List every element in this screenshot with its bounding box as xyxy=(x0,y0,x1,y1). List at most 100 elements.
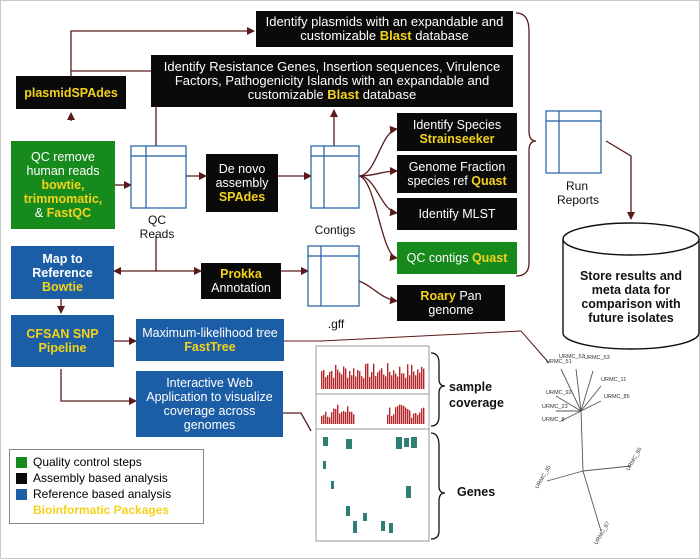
coverage-bar xyxy=(355,376,357,389)
gff-label: .gff xyxy=(327,317,345,331)
coverage-bar xyxy=(343,411,345,424)
coverage-bar xyxy=(353,368,355,389)
coverage-bar xyxy=(411,364,413,389)
coverage-bar xyxy=(391,375,393,389)
legend-item-assembly: Assembly based analysis xyxy=(16,470,197,486)
coverage-bar xyxy=(373,363,375,389)
coverage-bar xyxy=(403,373,405,389)
coverage-bar xyxy=(339,413,341,424)
coverage-bar xyxy=(397,376,399,389)
gff-doc-icon xyxy=(307,245,360,307)
legend-swatch-icon xyxy=(16,472,27,484)
gene-block xyxy=(389,523,393,533)
coverage-bar xyxy=(385,376,387,389)
coverage-bar xyxy=(363,378,365,389)
tree-leaf-label: URMC_87 xyxy=(594,521,612,546)
gene-tracks xyxy=(323,437,417,533)
coverage-bar xyxy=(417,414,419,424)
coverage-bar xyxy=(407,364,409,389)
coverage-bar xyxy=(423,407,425,424)
gene-block xyxy=(331,481,334,489)
coverage-bar xyxy=(403,405,405,424)
coverage-bar xyxy=(395,407,397,424)
coverage-bar xyxy=(367,363,369,389)
coverage-bar xyxy=(421,366,423,389)
gene-block xyxy=(346,439,352,449)
coverage-bar xyxy=(419,372,421,389)
contigs-doc-icon xyxy=(310,145,360,209)
coverage-bar xyxy=(393,414,395,424)
interactive-web-node: Interactive Web Application to visualize… xyxy=(136,371,283,437)
gene-block xyxy=(396,437,402,449)
coverage-bar xyxy=(345,368,347,389)
coverage-bar xyxy=(327,375,329,389)
coverage-bar xyxy=(325,377,327,389)
coverage-bar xyxy=(357,370,359,389)
phylogenetic-tree xyxy=(546,368,632,532)
gene-block xyxy=(363,513,367,521)
coverage-bar xyxy=(405,407,407,424)
coverage-bar xyxy=(409,375,411,389)
coverage-bar xyxy=(361,376,363,389)
coverage-bar xyxy=(375,375,377,389)
legend-item-packages: Bioinformatic Packages xyxy=(33,503,170,517)
coverage-bar xyxy=(395,373,397,389)
coverage-bar xyxy=(391,416,393,424)
tree-leaf-label: URMC_35 xyxy=(535,465,553,490)
coverage-bar xyxy=(397,405,399,424)
sample-coverage-label: sample coverage xyxy=(449,380,504,410)
legend: Quality control steps Assembly based ana… xyxy=(9,449,204,524)
coverage-bar xyxy=(417,369,419,389)
coverage-bar xyxy=(343,366,345,389)
coverage-bar xyxy=(401,405,403,424)
coverage-bar xyxy=(423,368,425,389)
coverage-bar xyxy=(337,404,339,424)
coverage-bar xyxy=(409,410,411,424)
roary-node: Roary Pan genome xyxy=(397,285,505,321)
identify-mlst-node: Identify MLST xyxy=(397,198,517,230)
coverage-bar xyxy=(365,363,367,389)
coverage-bar xyxy=(351,375,353,389)
identify-species-node: Identify Species Strainseeker xyxy=(397,113,517,151)
coverage-bar xyxy=(411,417,413,424)
gene-block xyxy=(323,437,328,446)
cfsan-node: CFSAN SNP Pipeline xyxy=(11,315,114,367)
coverage-bar xyxy=(323,370,325,389)
coverage-bar xyxy=(419,412,421,424)
legend-swatch-icon xyxy=(16,456,27,468)
tree-leaf-label: URMC_11 xyxy=(601,377,626,383)
tree-leaf-label: URMC_51 xyxy=(546,359,572,365)
gene-block xyxy=(411,437,417,448)
coverage-bar xyxy=(327,416,329,424)
coverage-bar xyxy=(369,377,371,389)
identify-plasmids-node: Identify plasmids with an expandable and… xyxy=(256,11,513,47)
coverage-bar xyxy=(379,370,381,389)
coverage-bar xyxy=(349,411,351,424)
tree-leaf-label: URMC_86 xyxy=(626,447,644,472)
coverage-bar xyxy=(359,371,361,389)
coverage-bar xyxy=(389,407,391,424)
run-reports-label: Run Reports xyxy=(557,179,600,207)
gene-block xyxy=(381,521,385,531)
coverage-bar xyxy=(377,372,379,389)
coverage-bar xyxy=(335,408,337,424)
contigs-label: Contigs xyxy=(314,223,356,237)
coverage-bar xyxy=(389,371,391,389)
qc-reads-label: QC Reads xyxy=(139,213,175,241)
identify-resistance-node: Identify Resistance Genes, Insertion seq… xyxy=(151,55,513,107)
legend-item-reference: Reference based analysis xyxy=(16,486,197,502)
coverage-bar xyxy=(335,364,337,389)
coverage-bar xyxy=(347,406,349,424)
tree-leaf-label: URMC_85 xyxy=(604,394,630,400)
coverage-bar xyxy=(333,408,335,424)
coverage-bar xyxy=(399,404,401,424)
coverage-bar xyxy=(381,368,383,389)
coverage-bar xyxy=(387,363,389,389)
tree-leaf-label: URMC_8 xyxy=(542,417,565,423)
coverage-bar xyxy=(413,413,415,424)
gene-block xyxy=(346,506,350,516)
de-novo-node: De novo assembly SPAdes xyxy=(206,154,278,212)
coverage-bar xyxy=(325,411,327,424)
coverage-bar xyxy=(387,414,389,424)
